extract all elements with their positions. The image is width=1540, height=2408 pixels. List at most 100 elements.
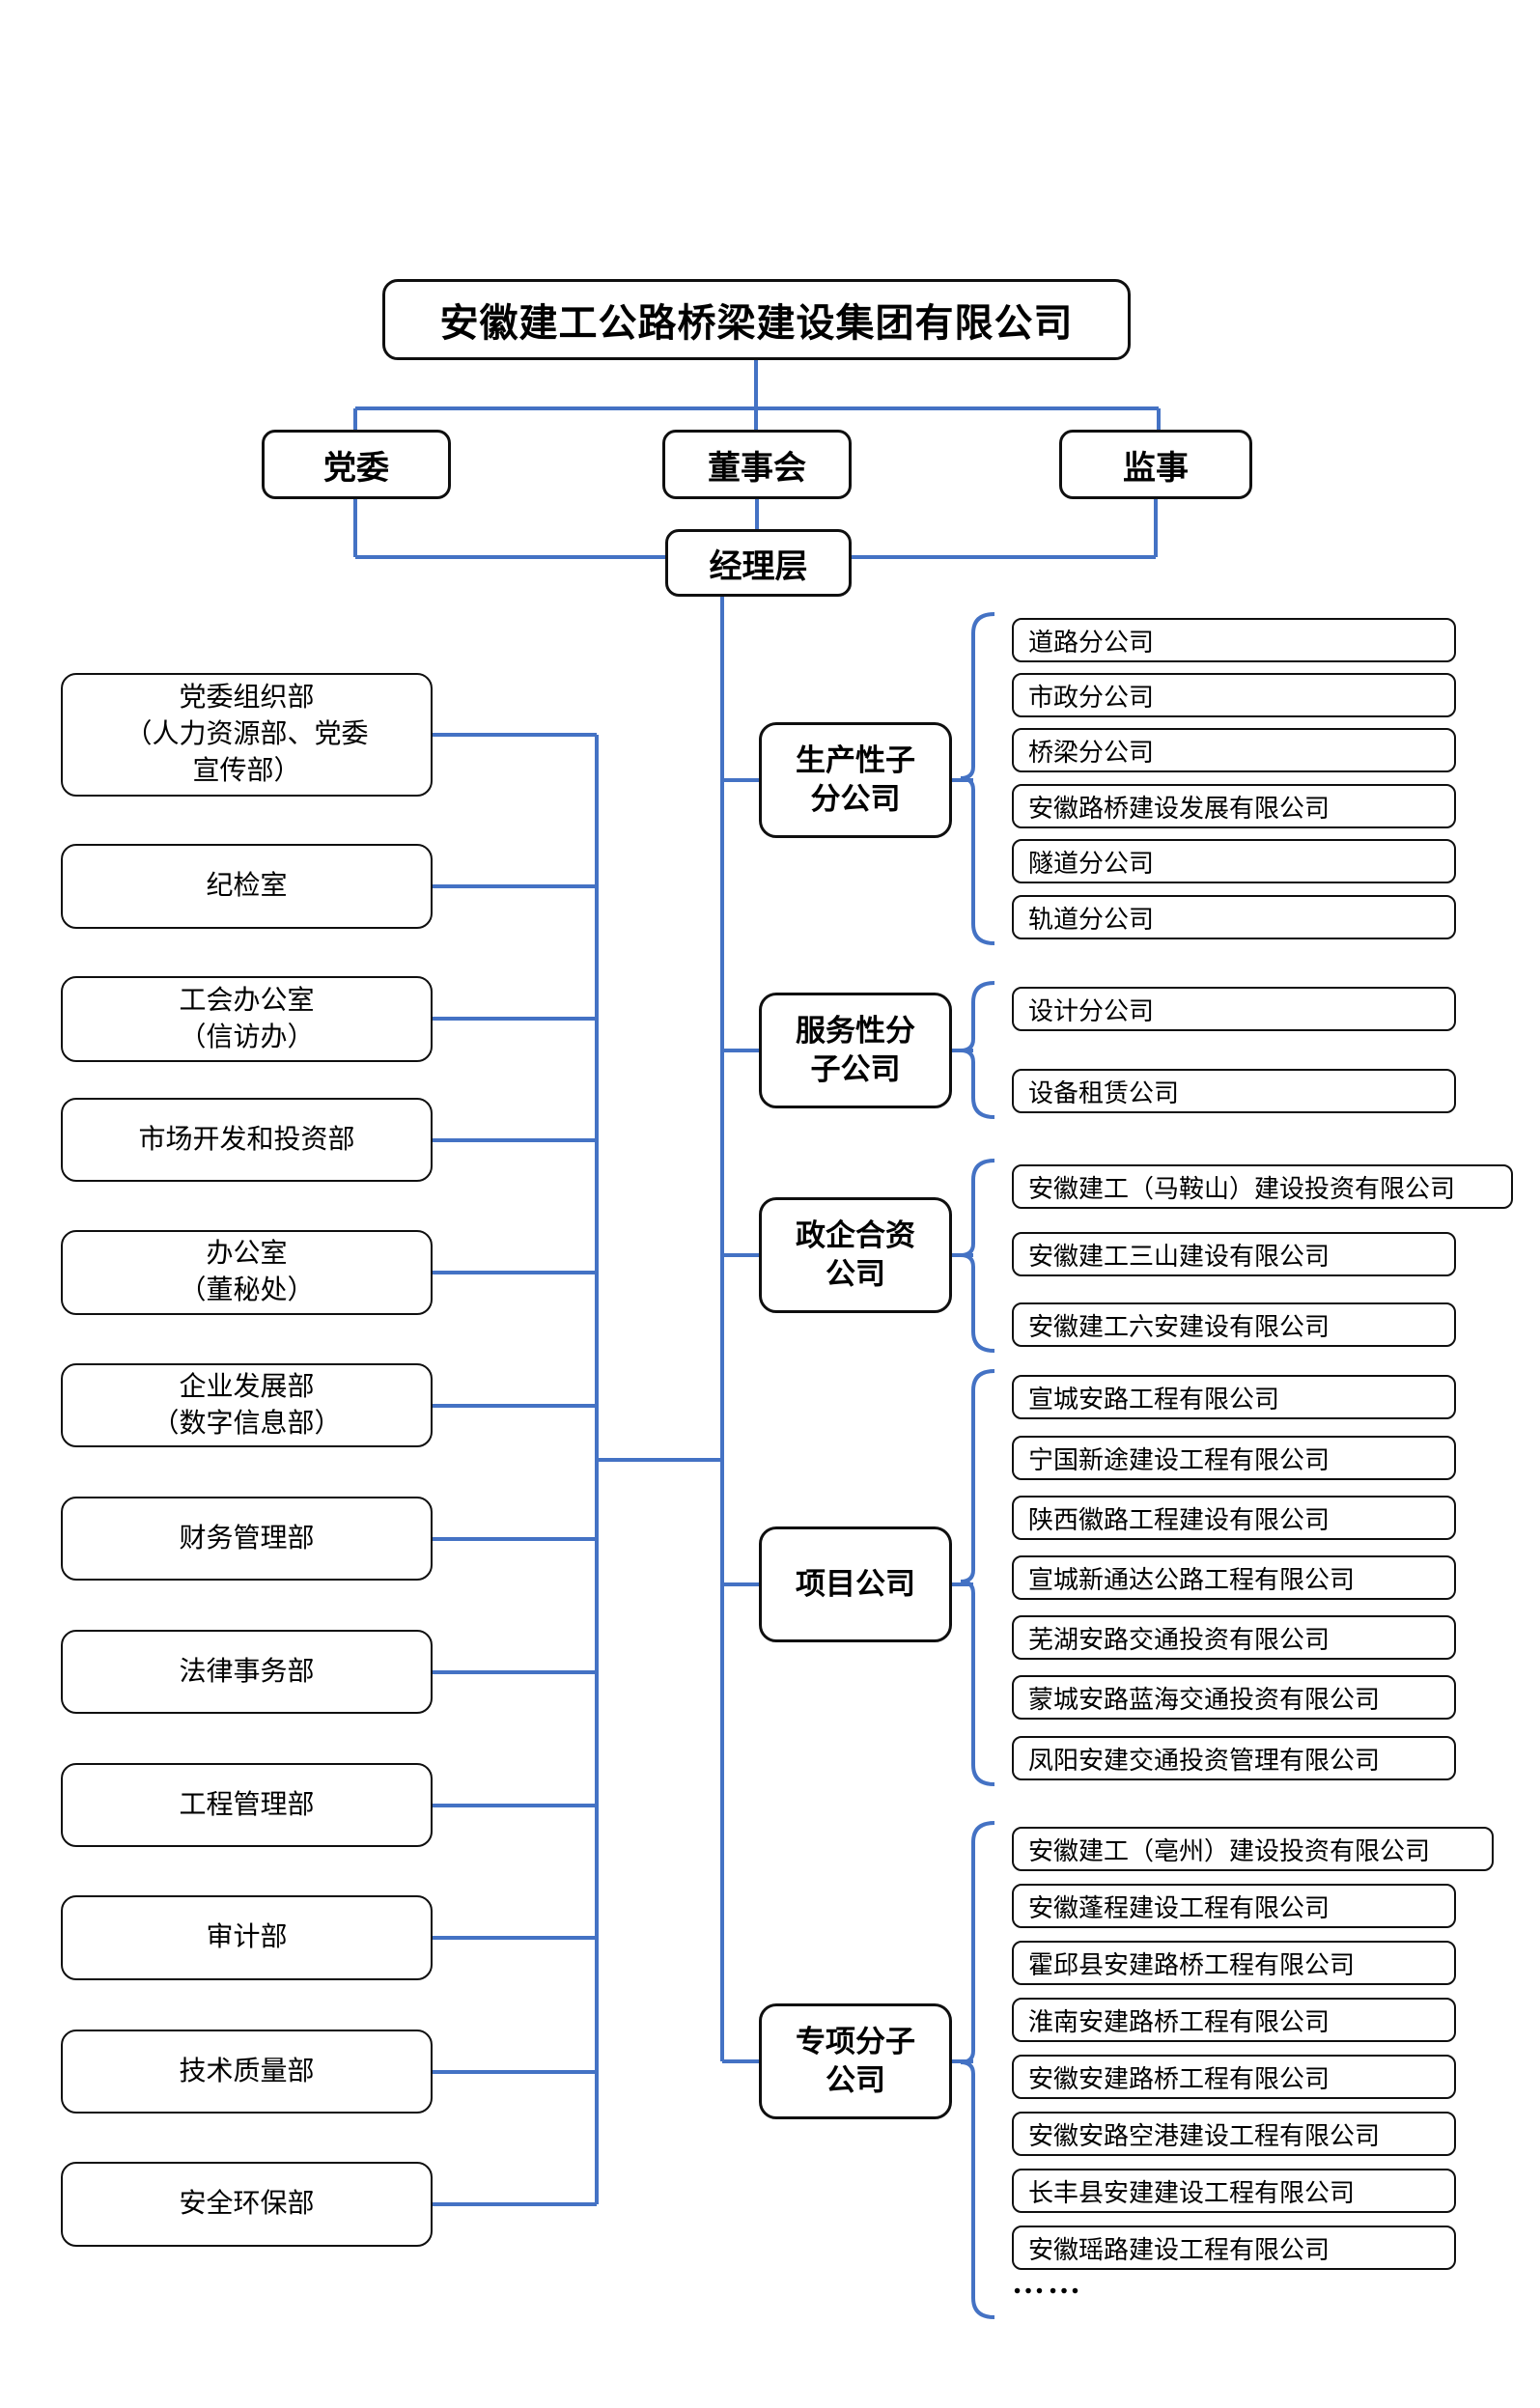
subsidiary-label: 安徽安路空港建设工程有限公司 [1028, 2121, 1381, 2150]
subsidiary-box: 陕西徽路工程建设有限公司 [1012, 1496, 1456, 1540]
subsidiary-box: 淮南安建路桥工程有限公司 [1012, 1998, 1456, 2042]
department-label: （信访办） [179, 1022, 315, 1052]
group-label: 子公司 [810, 1052, 901, 1086]
board-of-directors-box: 董事会 [662, 430, 852, 499]
department-label: 纪检室 [206, 871, 288, 901]
subsidiary-box: 霍邱县安建路桥工程有限公司 [1012, 1941, 1456, 1985]
subsidiary-label: 道路分公司 [1028, 628, 1155, 657]
subsidiary-label: 芜湖安路交通投资有限公司 [1028, 1625, 1330, 1654]
group-label: 公司 [826, 2063, 885, 2097]
department-box: 市场开发和投资部 [61, 1098, 433, 1182]
subsidiary-label: 霍邱县安建路桥工程有限公司 [1028, 1950, 1356, 1979]
subsidiary-box: 桥梁分公司 [1012, 728, 1456, 772]
department-label: 审计部 [206, 1922, 288, 1952]
subsidiary-box: 安徽安路空港建设工程有限公司 [1012, 2112, 1456, 2156]
subsidiary-box: 安徽蓬程建设工程有限公司 [1012, 1884, 1456, 1928]
subsidiary-label: 轨道分公司 [1028, 905, 1155, 934]
subsidiary-box: 芜湖安路交通投资有限公司 [1012, 1615, 1456, 1660]
subsidiary-label: 市政分公司 [1028, 683, 1155, 712]
department-label: 宣传部） [192, 756, 301, 786]
group-label: 公司 [826, 1257, 885, 1291]
subsidiary-box: 宁国新途建设工程有限公司 [1012, 1436, 1456, 1480]
supervisors-label: 监事 [1123, 450, 1189, 487]
subsidiary-label: 设计分公司 [1028, 996, 1155, 1025]
department-label: 企业发展部 [179, 1371, 315, 1402]
subsidiary-box: 安徽路桥建设发展有限公司 [1012, 784, 1456, 828]
subsidiary-box: 安徽建工（马鞍山）建设投资有限公司 [1012, 1164, 1513, 1209]
group-box-service-subsidiaries: 服务性分 子公司 [759, 993, 952, 1108]
management-level-box: 经理层 [665, 529, 852, 597]
supervisors-box: 监事 [1059, 430, 1252, 499]
department-label: 工会办公室 [179, 985, 315, 1016]
group-box-joint-ventures: 政企合资 公司 [759, 1197, 952, 1313]
subsidiary-box: 市政分公司 [1012, 673, 1456, 717]
department-label: 安全环保部 [179, 2189, 315, 2219]
department-box: 工会办公室 （信访办） [61, 976, 433, 1062]
group-label: 政企合资 [796, 1218, 915, 1252]
subsidiary-label: 宣城安路工程有限公司 [1028, 1385, 1280, 1414]
department-box: 党委组织部 （人力资源部、党委 宣传部） [61, 673, 433, 797]
subsidiary-box: 宣城新通达公路工程有限公司 [1012, 1555, 1456, 1600]
subsidiary-box: 蒙城安路蓝海交通投资有限公司 [1012, 1675, 1456, 1720]
board-of-directors-label: 董事会 [708, 450, 806, 487]
subsidiary-box: 安徽建工六安建设有限公司 [1012, 1302, 1456, 1347]
group-box-special-subsidiaries: 专项分子 公司 [759, 2003, 952, 2119]
subsidiary-box: 道路分公司 [1012, 618, 1456, 662]
department-box: 安全环保部 [61, 2162, 433, 2247]
department-label: 市场开发和投资部 [138, 1124, 355, 1155]
subsidiary-box: 安徽建工（亳州）建设投资有限公司 [1012, 1827, 1494, 1871]
department-box: 法律事务部 [61, 1630, 433, 1714]
subsidiary-box: 长丰县安建建设工程有限公司 [1012, 2169, 1456, 2213]
group-label: 生产性子 [796, 743, 915, 777]
department-label: 办公室 [206, 1239, 288, 1269]
management-level-label: 经理层 [709, 548, 808, 585]
subsidiary-label: 安徽建工六安建设有限公司 [1028, 1312, 1330, 1341]
department-label: 法律事务部 [179, 1656, 315, 1687]
subsidiary-label: 安徽建工三山建设有限公司 [1028, 1242, 1330, 1271]
subsidiary-label: 凤阳安建交通投资管理有限公司 [1028, 1746, 1381, 1775]
subsidiary-box: 宣城安路工程有限公司 [1012, 1375, 1456, 1419]
subsidiary-box: 设计分公司 [1012, 987, 1456, 1031]
subsidiary-label: 设备租赁公司 [1028, 1078, 1180, 1107]
department-box: 审计部 [61, 1895, 433, 1980]
department-label: 技术质量部 [179, 2056, 315, 2086]
group-label: 服务性分 [796, 1014, 915, 1048]
subsidiary-label: 安徽瑶路建设工程有限公司 [1028, 2235, 1330, 2264]
subsidiary-label: 宣城新通达公路工程有限公司 [1028, 1565, 1356, 1594]
group-box-project-companies: 项目公司 [759, 1526, 952, 1642]
subsidiary-label: 蒙城安路蓝海交通投资有限公司 [1028, 1685, 1381, 1714]
department-box: 工程管理部 [61, 1763, 433, 1847]
subsidiary-label: 淮南安建路桥工程有限公司 [1028, 2007, 1330, 2036]
party-committee-label: 党委 [323, 450, 389, 487]
subsidiary-label: 安徽建工（亳州）建设投资有限公司 [1028, 1836, 1431, 1865]
department-label: （人力资源部、党委 [125, 719, 369, 749]
group-box-production-subsidiaries: 生产性子 分公司 [759, 722, 952, 838]
party-committee-box: 党委 [262, 430, 451, 499]
department-label: 党委组织部 [179, 683, 315, 713]
subsidiary-box: 安徽瑶路建设工程有限公司 [1012, 2226, 1456, 2270]
company-title: 安徽建工公路桥梁建设集团有限公司 [439, 301, 1074, 345]
subsidiary-box: 轨道分公司 [1012, 895, 1456, 939]
subsidiary-label: 长丰县安建建设工程有限公司 [1028, 2178, 1356, 2207]
department-box: 纪检室 [61, 844, 433, 929]
subsidiary-box: 安徽安建路桥工程有限公司 [1012, 2055, 1456, 2099]
department-box: 办公室 （董秘处） [61, 1230, 433, 1315]
department-box: 企业发展部 （数字信息部） [61, 1363, 433, 1447]
department-box: 技术质量部 [61, 2030, 433, 2114]
subsidiary-label: 安徽建工（马鞍山）建设投资有限公司 [1028, 1174, 1456, 1203]
department-box: 财务管理部 [61, 1497, 433, 1581]
subsidiary-box: 安徽建工三山建设有限公司 [1012, 1232, 1456, 1276]
department-label: 工程管理部 [179, 1789, 315, 1820]
subsidiary-label: 隧道分公司 [1028, 849, 1155, 878]
subsidiary-box: 隧道分公司 [1012, 839, 1456, 883]
department-label: （董秘处） [179, 1275, 315, 1305]
department-label: 财务管理部 [179, 1523, 315, 1554]
company-title-box: 安徽建工公路桥梁建设集团有限公司 [382, 279, 1131, 360]
group-label: 项目公司 [796, 1567, 915, 1601]
subsidiary-label: 陕西徽路工程建设有限公司 [1028, 1505, 1330, 1534]
subsidiary-box: 凤阳安建交通投资管理有限公司 [1012, 1736, 1456, 1780]
subsidiary-box: 设备租赁公司 [1012, 1069, 1456, 1113]
subsidiary-label: 宁国新途建设工程有限公司 [1028, 1445, 1330, 1474]
